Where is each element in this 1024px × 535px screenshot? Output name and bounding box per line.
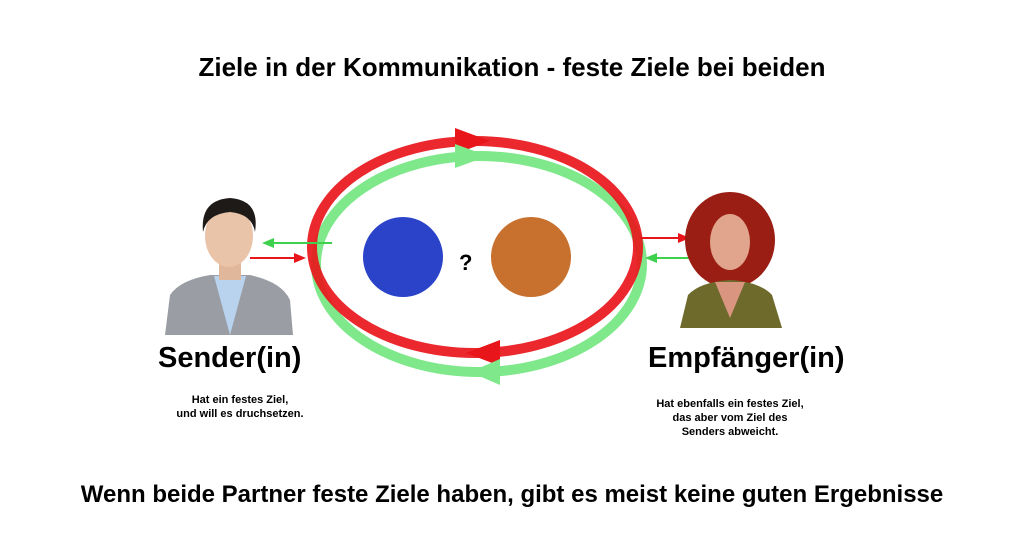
center-question-mark: ? <box>459 250 473 275</box>
receiver-desc-line: das aber vom Ziel des <box>672 412 788 424</box>
receiver-goal-circle <box>491 217 571 297</box>
receiver-desc-line: Hat ebenfalls ein festes Ziel, <box>656 398 804 410</box>
sender-desc-line: und will es druchsetzen. <box>176 408 304 420</box>
red-cycle <box>307 136 643 358</box>
receiver-avatar <box>680 192 782 328</box>
sender-goal-circle <box>363 217 443 297</box>
red-arrowhead-bottom <box>466 340 500 366</box>
green-arrowhead-bottom <box>470 359 500 385</box>
green-arrowhead-top <box>455 144 488 168</box>
receiver-label: Empfänger(in) <box>648 342 845 374</box>
page-title: Ziele in der Kommunikation - feste Ziele… <box>198 52 826 82</box>
footer-conclusion: Wenn beide Partner feste Ziele haben, gi… <box>80 481 944 508</box>
receiver-desc-line: Senders abweicht. <box>681 426 779 438</box>
receiver-description: Hat ebenfalls ein festes Ziel, das aber … <box>630 397 830 439</box>
sender-arrows <box>250 238 332 263</box>
sender-desc-line: Hat ein festes Ziel, <box>191 394 289 406</box>
sender-description: Hat ein festes Ziel, und will es druchse… <box>140 393 340 421</box>
sender-avatar <box>165 198 293 335</box>
sender-label: Sender(in) <box>158 342 302 374</box>
